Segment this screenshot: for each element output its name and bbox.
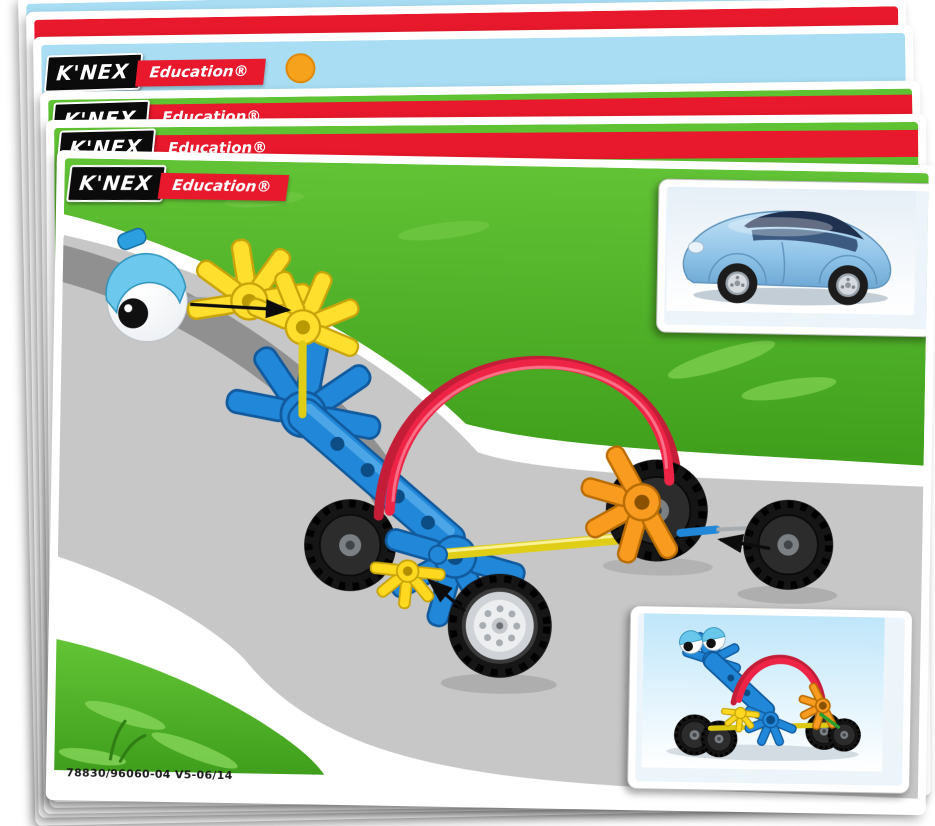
real-car-photo xyxy=(664,186,929,330)
orange-connector xyxy=(556,438,689,588)
knex-logo-text: K'NEX xyxy=(55,59,131,86)
car-rear-wheel xyxy=(827,265,869,306)
real-car-photo-frame xyxy=(655,178,929,338)
arrow-wheel-to-frame xyxy=(427,578,467,613)
blue-rod xyxy=(676,525,721,537)
brand-logo: K'NEX Education® xyxy=(43,52,267,93)
car-front-wheel xyxy=(717,263,758,304)
front-card-content: K'NEX Education® xyxy=(53,158,929,808)
small-yellow-connector xyxy=(365,555,447,613)
education-text: Education® xyxy=(149,61,251,82)
completed-model-frame xyxy=(626,605,914,794)
front-card: K'NEX Education® xyxy=(45,150,935,816)
yellow-connector-b xyxy=(240,248,382,368)
car-headlight xyxy=(687,241,705,254)
blue-connector-assembly xyxy=(221,322,531,647)
red-rod-highlight xyxy=(391,365,669,503)
education-text: Education® xyxy=(171,176,274,196)
education-badge: Education® xyxy=(158,172,290,202)
assembly-arrows xyxy=(190,299,771,613)
knex-logo: K'NEX xyxy=(66,165,168,203)
education-badge: Education® xyxy=(135,58,267,87)
brand-logo: K'NEX Education® xyxy=(66,164,290,205)
mini-orange-connector xyxy=(789,679,842,740)
knex-model-diagram xyxy=(105,227,844,694)
blue-beetle-car-illustration xyxy=(666,186,917,315)
knex-logo: K'NEX xyxy=(43,52,144,93)
silver-hub-wheel xyxy=(447,573,552,678)
mini-googly-eyes xyxy=(679,627,726,654)
completed-model-photo xyxy=(635,613,905,786)
car-window xyxy=(751,228,858,252)
knex-logo-text: K'NEX xyxy=(77,171,154,196)
completed-model-illustration xyxy=(641,613,885,772)
mini-green-rod xyxy=(819,712,840,729)
arrow-wheel-to-axle xyxy=(717,534,771,554)
yellow-vertical-rod xyxy=(298,340,307,419)
arrow-eye-to-connector xyxy=(190,299,292,319)
car-soft-top xyxy=(744,211,865,240)
